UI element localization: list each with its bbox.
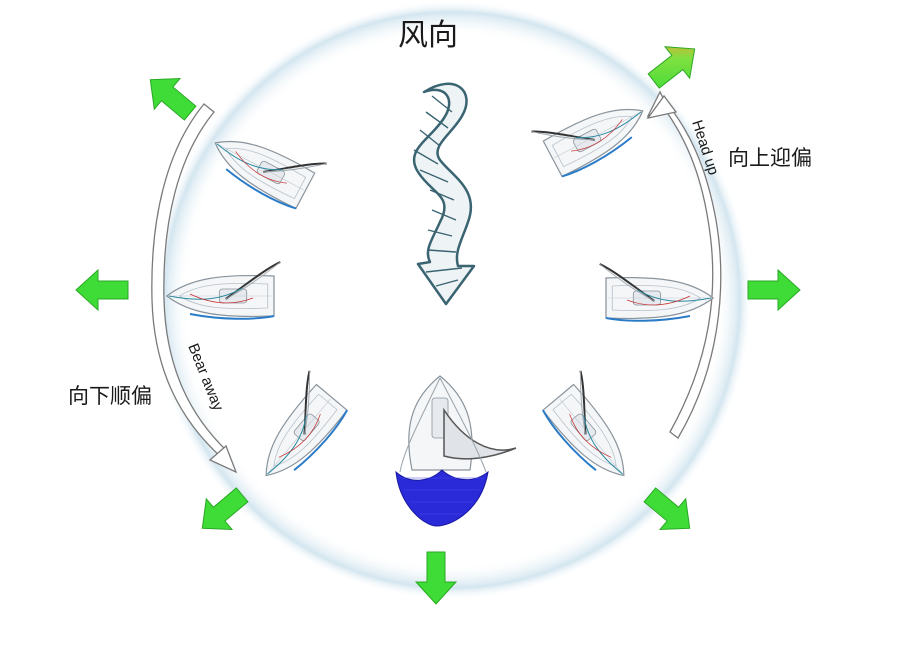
sailboat-running-downwind — [395, 375, 517, 527]
green-direction-arrow-icon — [75, 269, 129, 311]
bear-away-arrowhead-icon — [208, 444, 238, 474]
diagram-title: 风向 — [398, 18, 458, 53]
green-direction-arrow-icon-orange-tip — [647, 46, 696, 89]
spinnaker-icon — [395, 469, 489, 527]
green-direction-arrow-icon — [747, 269, 801, 311]
bear-away-cn-label: 向下顺偏 — [68, 384, 152, 408]
wind-arrow-icon — [412, 82, 476, 306]
head-up-cn-label: 向上迎偏 — [728, 146, 812, 170]
head-up-arrowhead-icon — [646, 94, 678, 119]
head-up-curved-arrow — [646, 90, 722, 439]
